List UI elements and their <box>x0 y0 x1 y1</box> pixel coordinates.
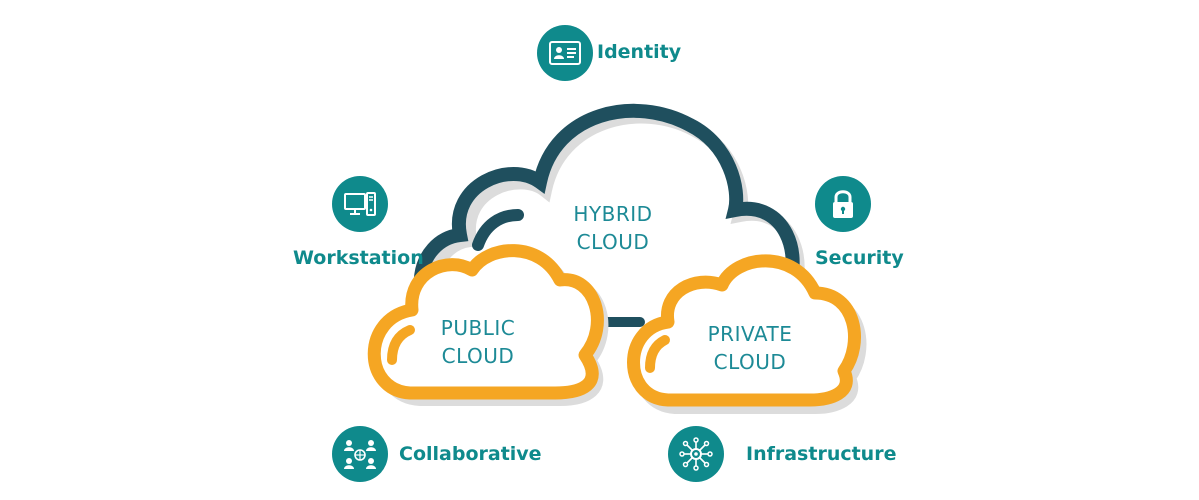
id-card-icon-glyph <box>549 41 581 65</box>
people-network-icon-glyph <box>344 440 376 469</box>
padlock-icon <box>815 176 871 232</box>
private-cloud-line2: CLOUD <box>713 350 787 374</box>
hybrid-cloud-line1: HYBRID <box>573 202 653 226</box>
desktop-computer-icon-glyph <box>344 192 376 216</box>
private-cloud-highlight <box>645 335 670 373</box>
public-cloud-label: PUBLIC CLOUD <box>418 314 538 370</box>
public-cloud-outline <box>367 244 604 400</box>
hybrid-cloud-line2: CLOUD <box>576 230 650 254</box>
workstation-label: Workstation <box>293 247 424 269</box>
private-cloud-label: PRIVATE CLOUD <box>690 320 810 376</box>
network-hub-icon <box>668 426 724 482</box>
identity-label: Identity <box>597 41 682 63</box>
hybrid-cloud-highlight <box>472 209 524 251</box>
padlock-icon-glyph <box>833 190 853 218</box>
collaborative-label: Collaborative <box>399 443 542 465</box>
id-card-icon <box>537 25 593 81</box>
hybrid-cloud-label: HYBRID CLOUD <box>548 200 678 256</box>
private-cloud-outline <box>627 254 861 407</box>
network-hub-icon-glyph <box>679 437 713 471</box>
infrastructure-label: Infrastructure <box>746 443 897 465</box>
hybrid-cloud-outline <box>413 103 800 322</box>
desktop-computer-icon <box>332 176 388 232</box>
public-cloud-highlight <box>387 325 415 365</box>
people-network-icon <box>332 426 388 482</box>
public-cloud-line1: PUBLIC <box>440 316 516 340</box>
security-label: Security <box>815 247 904 269</box>
private-cloud-line1: PRIVATE <box>707 322 793 346</box>
public-cloud-line2: CLOUD <box>441 344 515 368</box>
